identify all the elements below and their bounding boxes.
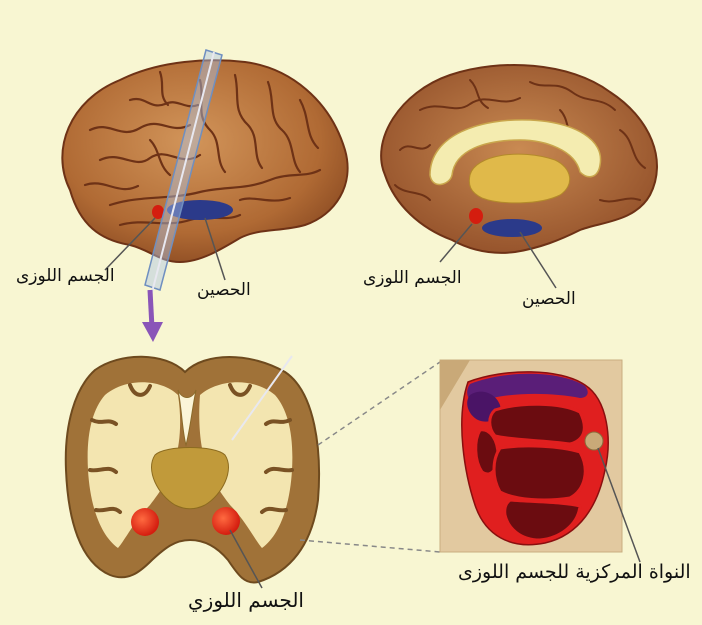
right-amygdala-region <box>469 208 483 224</box>
label-right-amygdala: الجسم اللوزى <box>363 270 462 287</box>
label-central-nucleus: النواة المركزية للجسم اللوزى <box>458 563 691 582</box>
cut-direction-arrow <box>142 290 163 342</box>
coronal-section <box>66 356 319 588</box>
coronal-amygdala-right <box>212 507 240 535</box>
right-hippocampus-region <box>482 219 542 237</box>
label-right-hippocampus: الحصين <box>522 291 576 308</box>
thalamus-area <box>469 154 569 203</box>
right-medial-brain <box>381 65 657 288</box>
central-nucleus <box>585 432 603 450</box>
coronal-amygdala-left <box>131 508 159 536</box>
label-left-hippocampus: الحصين <box>197 282 251 299</box>
label-coronal-amygdala: الجسم اللوزي <box>188 590 304 610</box>
zoom-line-bottom <box>300 540 440 552</box>
zoom-line-top <box>318 362 440 445</box>
amygdala-zoom-inset <box>440 360 640 562</box>
label-left-amygdala: الجسم اللوزى <box>16 268 115 285</box>
